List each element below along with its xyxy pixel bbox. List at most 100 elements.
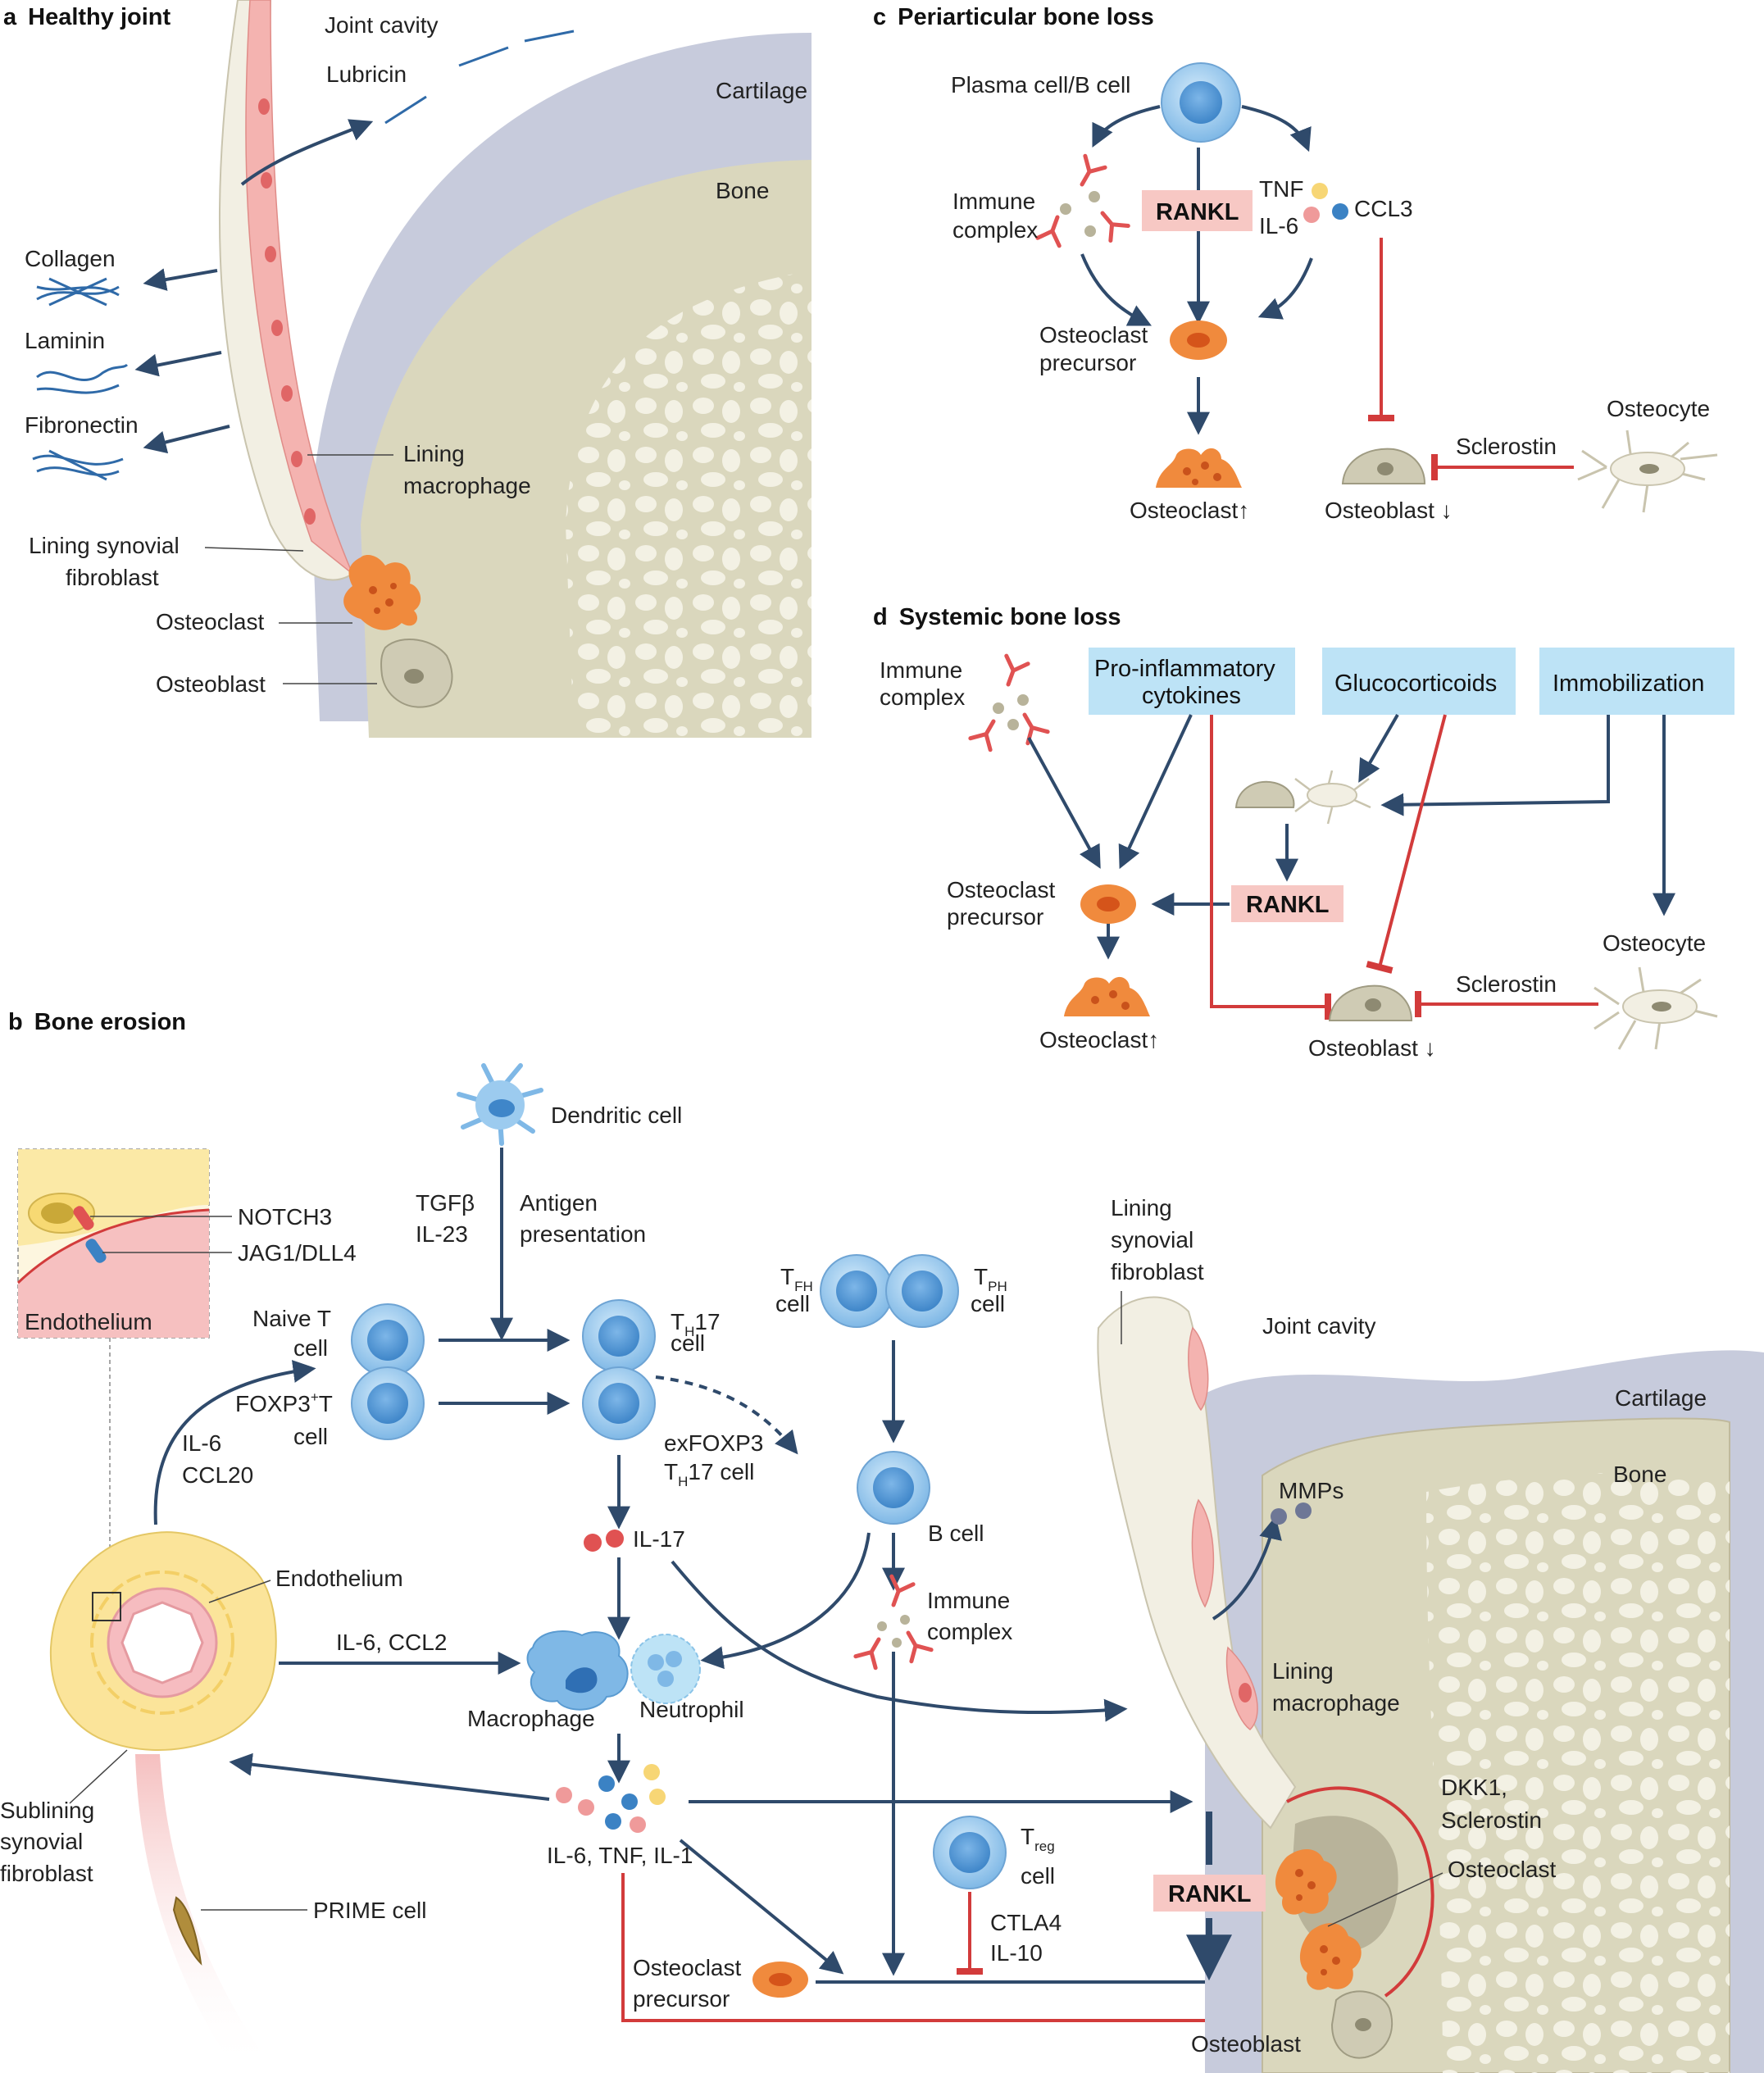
prime-cell — [172, 1896, 202, 1966]
label-immune-d-1: Immune — [880, 657, 962, 683]
macrophage-b — [526, 1630, 629, 1711]
panel-c-title: Periarticular bone loss — [898, 4, 1154, 30]
label-ocp-b-1: Osteoclast — [633, 1955, 741, 1980]
cytokine-dots — [556, 1764, 666, 1833]
label-ccl3: CCL3 — [1354, 196, 1413, 221]
lubricin-arrow — [240, 119, 374, 186]
label-tnf: TNF — [1259, 176, 1303, 202]
th17-cell — [582, 1299, 656, 1373]
immune-complex-d — [971, 656, 1048, 750]
osteoclast-b-2 — [1299, 1923, 1362, 1990]
label-sclerostin-d: Sclerostin — [1456, 971, 1557, 997]
dendritic-cell — [457, 1063, 543, 1146]
label-th17-T: T — [671, 1309, 684, 1334]
label-bone-a: Bone — [716, 178, 769, 203]
label-lining-mac-2: macrophage — [403, 473, 531, 498]
svg-text:TH17: TH17 — [671, 1309, 721, 1339]
label-ocp-d-2: precursor — [947, 904, 1043, 930]
rankl-box-d — [1231, 885, 1343, 922]
label-tfh-sub: FH — [794, 1279, 813, 1294]
sublining-fibroblast-ring — [49, 1531, 277, 1751]
label-gluco: Glucocorticoids — [1334, 671, 1497, 697]
osteocyte-c — [1577, 430, 1718, 513]
label-antigen-2: presentation — [520, 1221, 646, 1247]
label-th17-H: H — [684, 1324, 694, 1339]
label-fibronectin: Fibronectin — [25, 412, 139, 438]
label-bcell: B cell — [928, 1521, 984, 1546]
neutrophil-b — [630, 1634, 701, 1704]
label-bone-b: Bone — [1613, 1462, 1666, 1487]
label-osteocyte-d: Osteocyte — [1603, 930, 1706, 956]
inset-marker — [92, 1592, 121, 1621]
label-immune-b-1: Immune — [927, 1588, 1010, 1613]
osteocyte-d — [1594, 966, 1718, 1050]
jag1-ligand — [85, 1239, 107, 1263]
label-osteoblast-c: Osteoblast ↓ — [1325, 498, 1453, 523]
label-treg-T: T — [1021, 1824, 1034, 1849]
prime-cone — [135, 1754, 271, 2073]
osteoclast-a — [343, 555, 421, 630]
label-immune-c-2: complex — [952, 217, 1038, 243]
label-endothelium: Endothelium — [275, 1566, 403, 1591]
label-foxp3: FOXP3 — [235, 1391, 311, 1416]
notch3-receptor — [73, 1206, 94, 1230]
label-il6-1: IL-6 — [182, 1430, 221, 1456]
svg-text:TFH: TFH — [780, 1264, 813, 1294]
svg-text:TH17 cell: TH17 cell — [664, 1459, 754, 1489]
label-lsf-3: fibroblast — [1111, 1259, 1204, 1284]
svg-text:TPH: TPH — [974, 1264, 1007, 1294]
label-foxp3-2: cell — [293, 1424, 328, 1449]
immune-complex-b — [856, 1576, 931, 1668]
osteoclast-d — [1064, 976, 1150, 1016]
tnf-dot — [1312, 183, 1328, 199]
label-tph-cell: cell — [971, 1291, 1005, 1316]
label-lubricin: Lubricin — [326, 61, 407, 87]
panel-b-title: Bone erosion — [34, 1009, 186, 1035]
lubricin-icon — [384, 30, 575, 125]
label-exth17-rest: 17 cell — [688, 1459, 754, 1484]
label-exth17-H: H — [678, 1474, 688, 1489]
panel-a-title: Healthy joint — [28, 4, 170, 30]
label-immob: Immobilization — [1553, 671, 1704, 697]
il6-dot — [1303, 207, 1320, 223]
il17-dot-1 — [584, 1534, 602, 1552]
label-naive-2: cell — [293, 1335, 328, 1361]
label-osteoclast-d: Osteoclast↑ — [1039, 1027, 1159, 1052]
label-lining-fib-1: Lining synovial — [29, 533, 180, 558]
label-il23: IL-23 — [416, 1221, 468, 1247]
label-sclerostin-b: Sclerostin — [1441, 1807, 1542, 1833]
panel-d-letter: d — [873, 604, 888, 630]
label-tph-sub: PH — [988, 1279, 1007, 1294]
label-naive-1: Naive T — [252, 1306, 331, 1331]
label-macrophage: Macrophage — [467, 1706, 595, 1731]
label-ocp-d-1: Osteoclast — [947, 877, 1055, 902]
label-ocp-c-1: Osteoclast — [1039, 322, 1148, 348]
label-antigen-1: Antigen — [520, 1190, 598, 1216]
bone-pores — [566, 270, 812, 738]
treg-cell — [933, 1816, 1007, 1889]
label-ocp-c-2: precursor — [1039, 350, 1136, 375]
label-endothelium-inset: Endothelium — [25, 1309, 152, 1334]
label-tfh-T: T — [780, 1264, 794, 1289]
label-osteocyte-c: Osteocyte — [1607, 396, 1710, 421]
label-tfh-cell: cell — [775, 1291, 810, 1316]
label-lsf-1: Lining — [1111, 1195, 1172, 1221]
label-il17: IL-17 — [633, 1526, 685, 1552]
label-lsf-2: synovial — [1111, 1227, 1193, 1252]
label-dendritic: Dendritic cell — [551, 1102, 682, 1128]
label-immune-c-1: Immune — [952, 189, 1035, 214]
label-sclerostin-c: Sclerostin — [1456, 434, 1557, 459]
rankl-d: RANKL — [1246, 892, 1330, 918]
rankl-box-b — [1153, 1875, 1266, 1912]
laminin-icon — [36, 363, 129, 394]
b-cell — [857, 1451, 930, 1525]
label-osteoblast-b: Osteoblast — [1191, 2031, 1301, 2057]
label-proinf-2: cytokines — [1142, 683, 1241, 709]
proinf-box — [1089, 648, 1295, 715]
